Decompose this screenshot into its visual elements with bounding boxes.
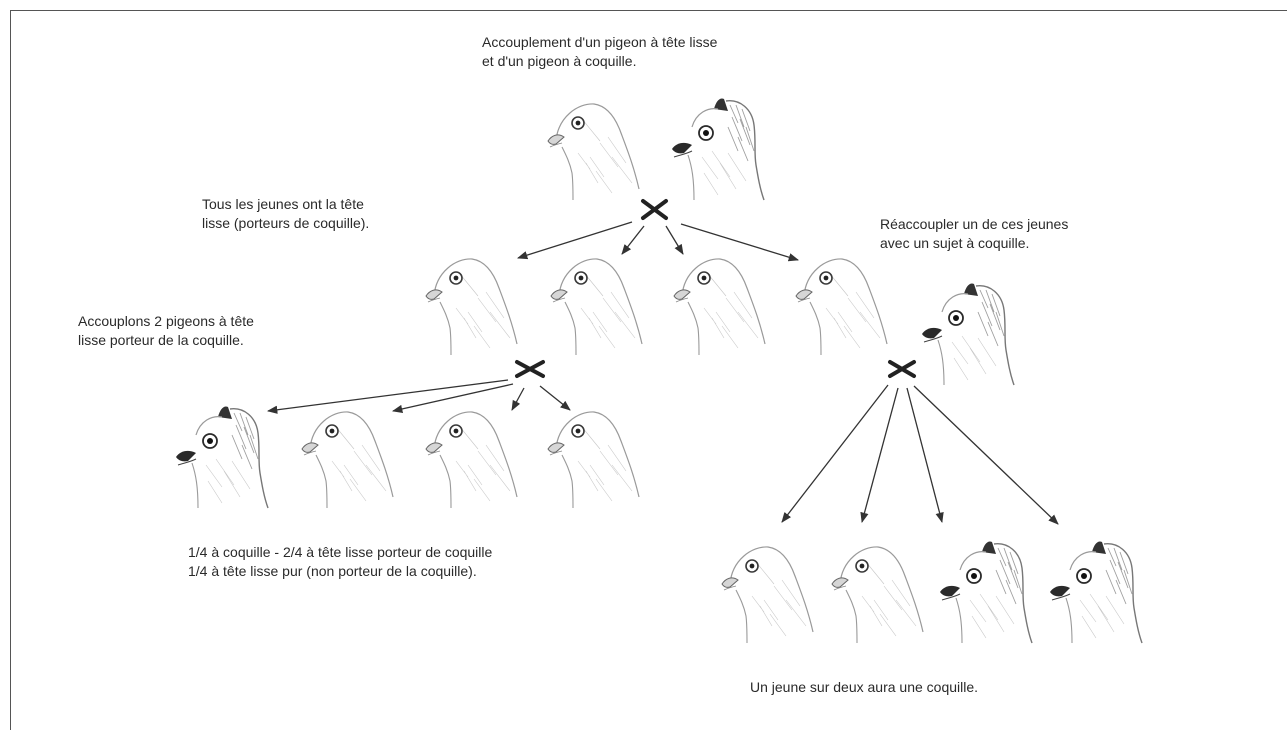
caption-line: 1/4 à coquille - 2/4 à tête lisse porteu…	[188, 544, 493, 560]
caption-backcross: Réaccoupler un de ces jeunes avec un suj…	[880, 215, 1068, 253]
caption-f2-result: 1/4 à coquille - 2/4 à tête lisse porteu…	[188, 543, 492, 581]
plain-head-pigeon-icon	[545, 252, 645, 357]
arrow-f2-1	[266, 379, 509, 414]
caption-line: 1/4 à tête lisse pur (non porteur de la …	[188, 563, 477, 579]
plain-head-pigeon-icon	[826, 540, 926, 645]
plain-head-pigeon-icon	[790, 252, 890, 357]
shell-crested-pigeon-icon	[668, 97, 768, 202]
caption-f1: Tous les jeunes ont la tête lisse (porte…	[202, 195, 369, 233]
arrow-f2-3	[511, 387, 525, 411]
shell-crested-pigeon-icon	[936, 540, 1036, 645]
arrow-bc-4	[913, 385, 1059, 525]
plain-head-pigeon-icon	[542, 97, 642, 202]
arrow-f1-1	[517, 221, 633, 260]
arrow-layer	[266, 199, 1059, 525]
caption-line: Tous les jeunes ont la tête	[202, 196, 364, 212]
caption-line: Accouplement d'un pigeon à tête lisse	[482, 34, 718, 50]
caption-line: lisse porteur de la coquille.	[78, 332, 244, 348]
cross-mark-icon	[888, 360, 916, 378]
plain-head-pigeon-icon	[668, 252, 768, 357]
caption-backcross-result: Un jeune sur deux aura une coquille.	[750, 678, 978, 697]
shell-crested-pigeon-icon	[918, 282, 1018, 387]
arrow-bc-1	[781, 384, 889, 523]
plain-head-pigeon-icon	[542, 405, 642, 510]
caption-line: Accouplons 2 pigeons à tête	[78, 313, 254, 329]
caption-line: lisse (porteurs de coquille).	[202, 215, 370, 231]
shell-crested-pigeon-icon	[172, 405, 272, 510]
caption-line: Un jeune sur deux aura une coquille.	[750, 679, 979, 695]
arrow-f1-3	[665, 225, 684, 255]
plain-head-pigeon-icon	[420, 405, 520, 510]
arrow-f2-2	[391, 383, 514, 414]
plain-head-pigeon-icon	[716, 540, 816, 645]
diagram-frame	[10, 10, 1287, 730]
arrow-f1-4	[680, 223, 799, 262]
arrow-bc-3	[906, 387, 944, 524]
plain-head-pigeon-icon	[420, 252, 520, 357]
cross-mark-icon	[515, 360, 545, 378]
caption-line: Réaccoupler un de ces jeunes	[880, 216, 1069, 232]
caption-parents: Accouplement d'un pigeon à tête lisse et…	[482, 33, 717, 71]
arrow-bc-2	[860, 387, 899, 524]
plain-head-pigeon-icon	[296, 405, 396, 510]
shell-crested-pigeon-icon	[1046, 540, 1146, 645]
caption-line: avec un sujet à coquille.	[880, 235, 1030, 251]
arrow-f1-2	[621, 225, 645, 255]
caption-cross-f1: Accouplons 2 pigeons à tête lisse porteu…	[78, 312, 254, 350]
arrow-f2-4	[539, 385, 571, 411]
caption-line: et d'un pigeon à coquille.	[482, 53, 637, 69]
cross-mark-icon	[641, 199, 668, 220]
